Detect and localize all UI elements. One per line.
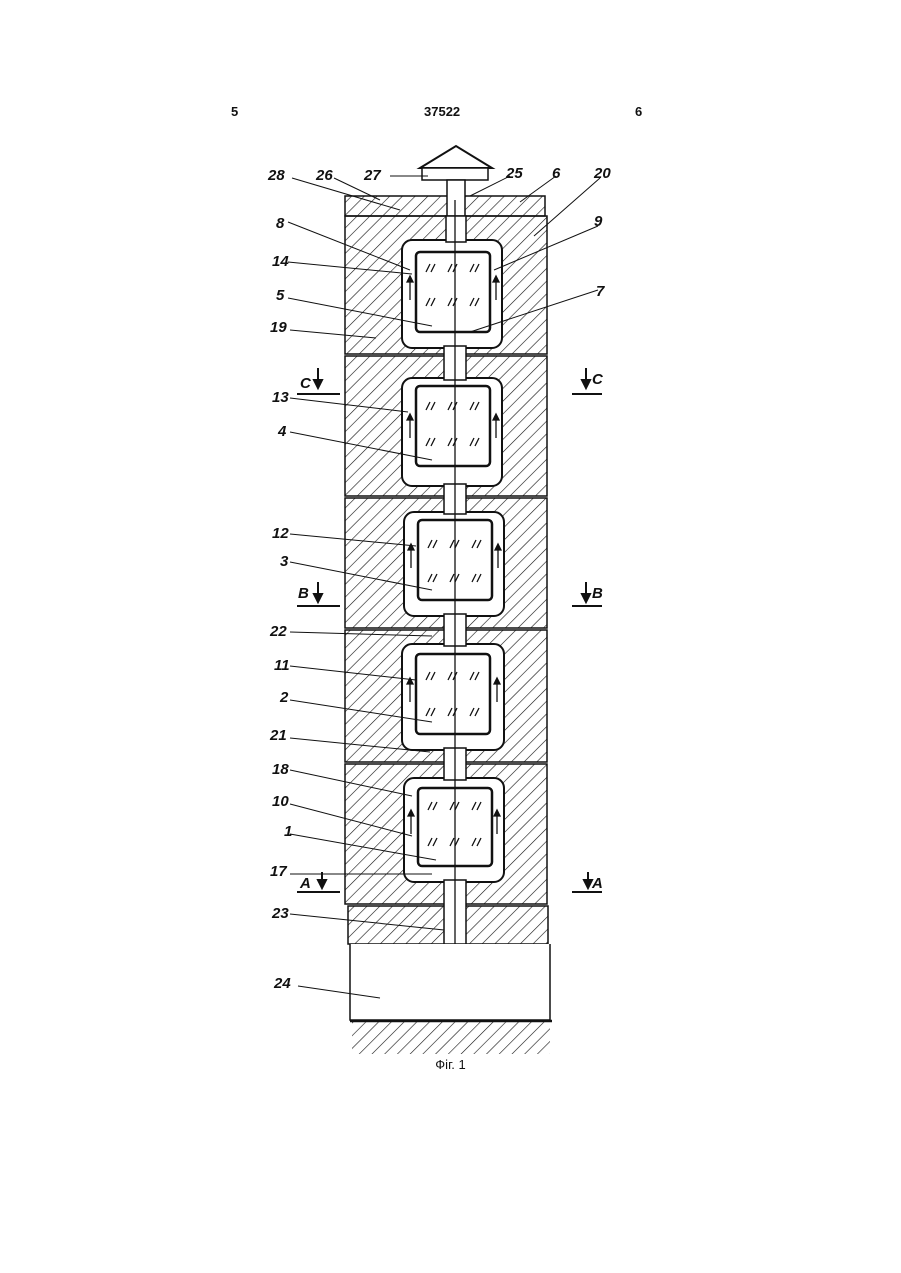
label-13: 13 xyxy=(272,389,289,406)
label-5: 5 xyxy=(276,287,285,304)
label-24: 24 xyxy=(273,975,291,992)
label-12: 12 xyxy=(272,525,289,542)
basement-space xyxy=(350,944,550,1020)
roof-layer xyxy=(345,196,545,216)
chimney-cap xyxy=(420,146,492,168)
label-21: 21 xyxy=(269,727,287,744)
cap-rim xyxy=(422,168,488,180)
label-6: 6 xyxy=(552,165,561,182)
label-4: 4 xyxy=(277,423,287,440)
label-1: 1 xyxy=(284,823,292,840)
label-11: 11 xyxy=(274,657,290,674)
section-a-right: A xyxy=(591,875,603,892)
label-23: 23 xyxy=(271,905,289,922)
label-20: 20 xyxy=(593,165,611,182)
label-17: 17 xyxy=(270,863,287,880)
label-9: 9 xyxy=(594,213,603,230)
section-a-left: A xyxy=(299,875,311,892)
figure-caption: Фіг. 1 xyxy=(0,1057,901,1072)
label-18: 18 xyxy=(272,761,289,778)
label-26: 26 xyxy=(315,167,333,184)
section-c-left: C xyxy=(300,375,312,392)
label-2: 2 xyxy=(279,689,289,706)
top-vent-pipe xyxy=(447,180,465,218)
label-27: 27 xyxy=(363,167,381,184)
section-b-right: B xyxy=(592,585,603,602)
label-25: 25 xyxy=(505,165,523,182)
label-22: 22 xyxy=(269,623,287,640)
label-28: 28 xyxy=(267,167,285,184)
ground-hatch xyxy=(352,1022,550,1054)
label-10: 10 xyxy=(272,793,289,810)
section-b-left: B xyxy=(298,585,309,602)
label-19: 19 xyxy=(270,319,287,336)
label-8: 8 xyxy=(276,215,285,232)
chambers xyxy=(402,240,504,882)
label-14: 14 xyxy=(272,253,289,270)
label-7: 7 xyxy=(596,283,605,300)
section-c-right: C xyxy=(592,371,604,388)
label-3: 3 xyxy=(280,553,289,570)
